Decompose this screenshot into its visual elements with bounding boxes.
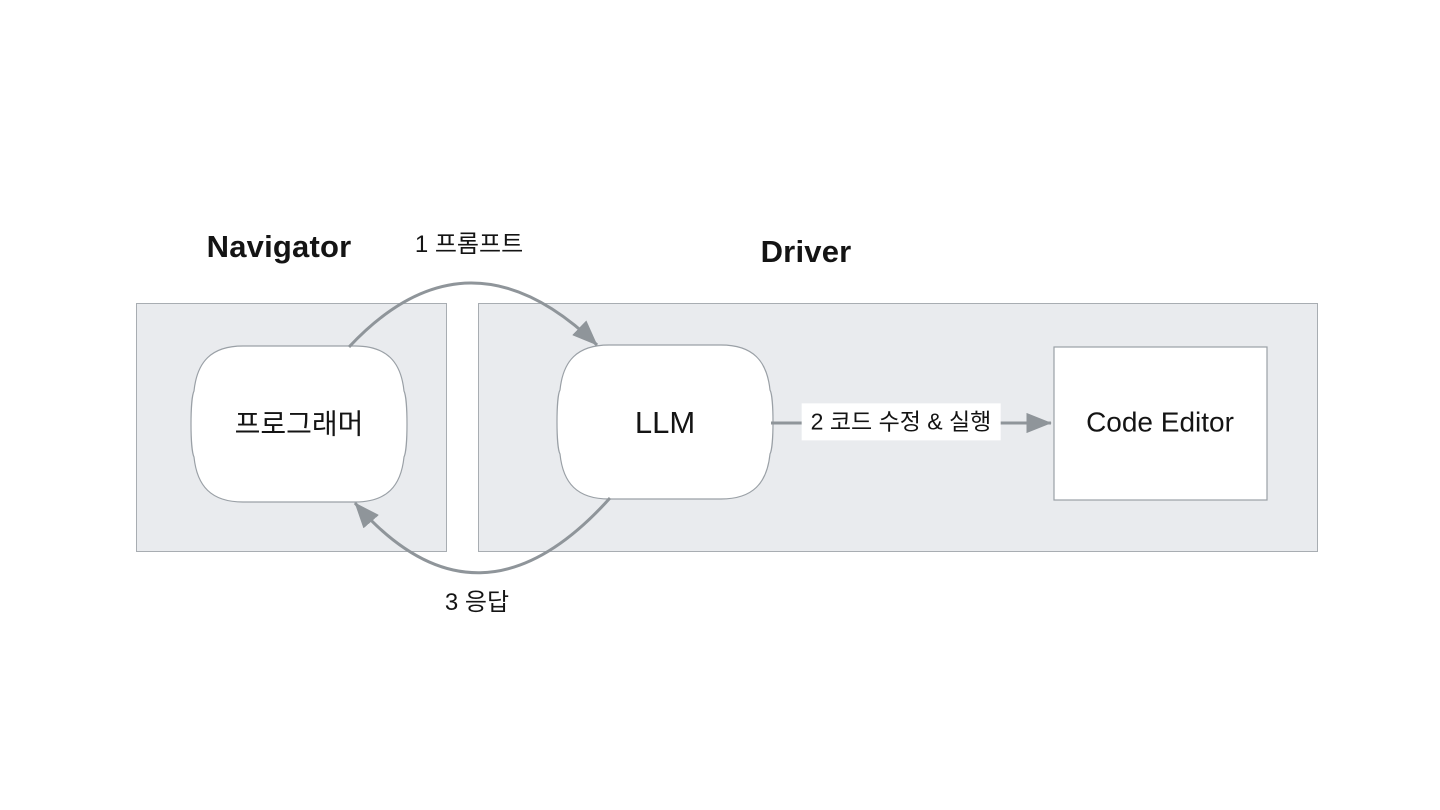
node-programmer-label: 프로그래머: [234, 408, 364, 440]
node-llm: [556, 344, 774, 500]
edge-response-arrow: [353, 496, 612, 575]
navigator-group-title: Navigator: [206, 228, 352, 264]
edge-code-run-label: 2 코드 수정 & 실행: [801, 403, 1001, 441]
node-code-editor-label: Code Editor: [1086, 406, 1234, 438]
node-code-editor: [1053, 346, 1268, 501]
edge-prompt-arrow: [347, 281, 599, 349]
node-llm-label: LLM: [634, 404, 696, 440]
driver-group-title: Driver: [760, 233, 852, 269]
edge-response-label: 3 응답: [444, 588, 510, 616]
node-programmer: [190, 345, 408, 503]
edge-prompt-label: 1 프롬프트: [414, 230, 524, 258]
